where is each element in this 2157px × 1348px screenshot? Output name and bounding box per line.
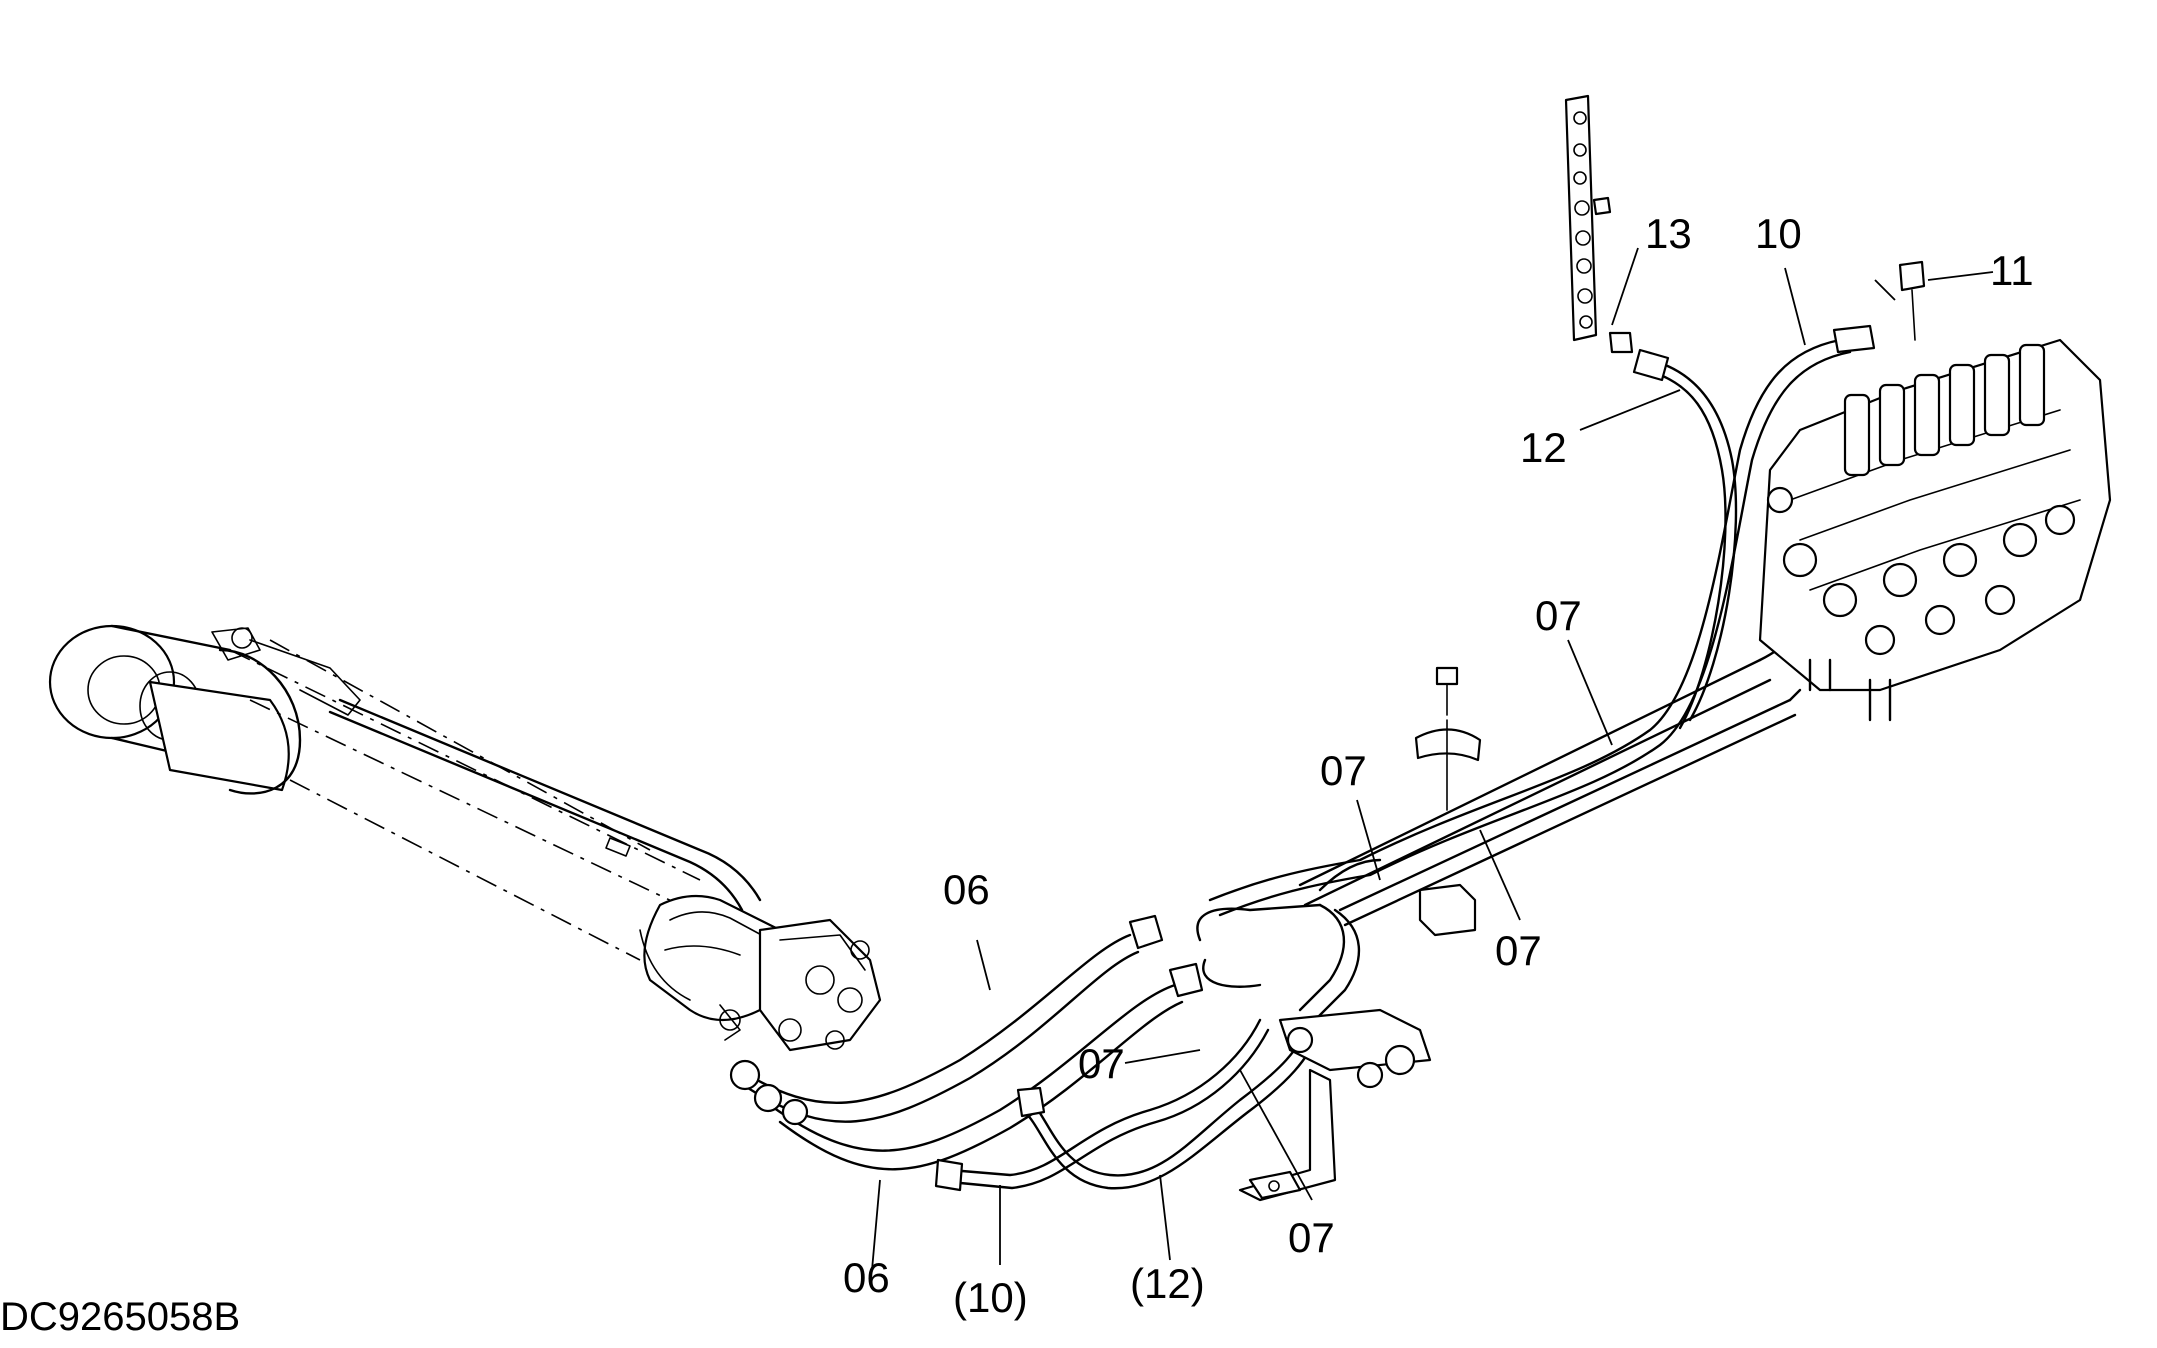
tube-run-center <box>1196 628 1802 1202</box>
callout-11: 11 <box>1990 247 2034 294</box>
callout-labels: 13 10 11 12 07 07 07 06 07 07 06 (10) (1… <box>843 210 2034 1321</box>
clamp-assembly <box>1414 666 1482 937</box>
callout-07-a: 07 <box>1535 592 1582 639</box>
hose-06-pair <box>729 914 1204 1171</box>
callout-07-e: 07 <box>1288 1214 1335 1261</box>
callout-06-bottom: 06 <box>843 1254 890 1301</box>
callout-06-top: 06 <box>943 866 990 913</box>
callout-07-b: 07 <box>1320 747 1367 794</box>
leader-lines <box>871 247 1994 1271</box>
callout-10-bottom: (10) <box>953 1274 1028 1321</box>
hose-10-12-upper <box>1208 324 1876 917</box>
callout-10-top: 10 <box>1755 210 1802 257</box>
callout-13: 13 <box>1645 210 1692 257</box>
hose-10-12-lower <box>934 1018 1322 1192</box>
callout-12-bottom: (12) <box>1130 1260 1205 1307</box>
callout-12-top: 12 <box>1520 424 1567 471</box>
cylinder-valve-block <box>639 894 882 1052</box>
fitting-plate <box>1564 94 1612 342</box>
control-valve <box>1758 260 2112 722</box>
callout-07-c: 07 <box>1495 927 1542 974</box>
callout-07-d: 07 <box>1078 1040 1125 1087</box>
hydraulic-cylinder <box>48 624 762 961</box>
document-id: DC9265058B <box>0 1295 240 1339</box>
